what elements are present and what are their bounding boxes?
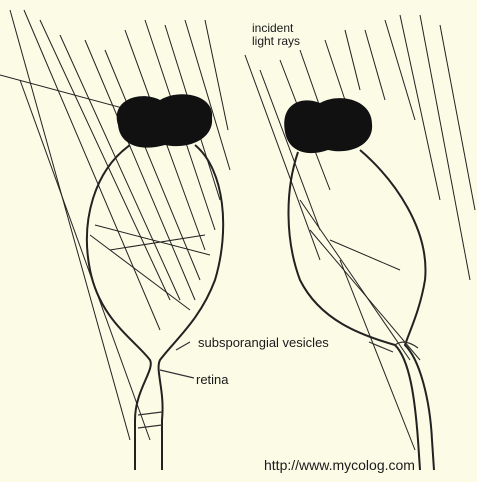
left-sporangium [117,94,213,147]
right-sporangium [284,98,372,153]
source-url: http://www.mycolog.com [264,459,415,472]
vesicles-leader [176,342,190,350]
incident-label-line2: light rays [252,35,300,48]
subsporangial-vesicles-label: subsporangial vesicles [198,336,329,349]
left-vesicle-outline [87,145,151,470]
retina-leader [160,370,194,378]
incident-light-rays-label: incident light rays [252,22,300,48]
retina-label: retina [196,373,229,386]
right-incident-rays [245,15,475,450]
